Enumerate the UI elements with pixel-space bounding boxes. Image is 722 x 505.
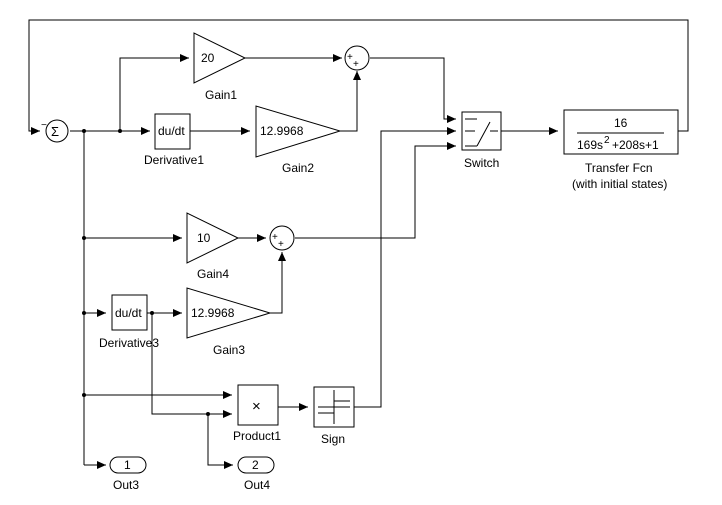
derivative3-block[interactable]: du/dt <box>111 294 148 331</box>
derivative1-text: du/dt <box>158 124 185 138</box>
transfer-fcn-numerator: 16 <box>614 116 628 130</box>
out3-label: Out3 <box>113 478 139 492</box>
gain1-value: 20 <box>201 51 215 65</box>
gain1-block[interactable]: 20 <box>193 32 247 84</box>
gain1-label: Gain1 <box>205 88 237 102</box>
gain3-label: Gain3 <box>213 343 245 357</box>
out3-port[interactable]: 1 <box>109 456 147 474</box>
line-to-out4 <box>207 414 233 469</box>
junction-dot <box>118 129 122 133</box>
sum-main-symbol: Σ <box>51 124 59 139</box>
gain3-value: 12.9968 <box>191 306 235 320</box>
out4-port[interactable]: 2 <box>237 456 275 474</box>
sum-top-block[interactable]: + + <box>344 45 370 71</box>
sign-block[interactable] <box>313 386 355 428</box>
product1-block[interactable]: × <box>237 384 279 426</box>
transfer-fcn-block[interactable]: 16 169s 2 +208s+1 <box>563 109 679 155</box>
line-sum-top-to-switch <box>370 57 456 123</box>
derivative3-label: Derivative3 <box>99 336 159 350</box>
signal-lines <box>28 19 689 469</box>
product1-label: Product1 <box>233 429 281 443</box>
sum-main-block[interactable]: Σ − <box>41 119 69 143</box>
gain3-block[interactable]: 12.9968 <box>186 287 272 339</box>
junction-dot <box>82 311 86 315</box>
transfer-fcn-label: Transfer Fcn <box>585 161 653 175</box>
line-sum-mid-to-switch <box>295 142 456 239</box>
gain2-label: Gain2 <box>282 161 314 175</box>
gain2-value: 12.9968 <box>260 124 304 138</box>
transfer-fcn-denominator-b: +208s+1 <box>612 138 659 152</box>
junction-dot <box>82 393 86 397</box>
sum-mid-block[interactable]: + + <box>269 225 295 251</box>
line-gain3-to-sum-mid <box>270 252 286 314</box>
gain4-block[interactable]: 10 <box>186 212 240 264</box>
gain2-block[interactable]: 12.9968 <box>255 105 342 158</box>
transfer-fcn-sublabel: (with initial states) <box>572 177 667 191</box>
out4-port-number: 2 <box>252 458 259 472</box>
sign-label: Sign <box>321 432 345 446</box>
sum-top-sign-2: + <box>353 59 359 70</box>
transfer-fcn-denominator-exponent: 2 <box>604 135 610 146</box>
switch-label: Switch <box>464 156 499 170</box>
derivative3-text: du/dt <box>115 306 142 320</box>
switch-block[interactable] <box>461 111 502 151</box>
line-sign-to-switch <box>354 127 456 408</box>
derivative1-label: Derivative1 <box>144 153 204 167</box>
feedback-line <box>28 19 689 135</box>
sum-top-sign-1: + <box>347 52 353 63</box>
gain4-label: Gain4 <box>197 267 229 281</box>
junction-dot <box>82 129 86 133</box>
out4-label: Out4 <box>244 478 270 492</box>
junction-dot <box>150 311 154 315</box>
product1-symbol: × <box>252 398 261 415</box>
out3-port-number: 1 <box>124 458 131 472</box>
junction-dot <box>206 412 210 416</box>
line-gain2-to-sum-top <box>340 71 361 132</box>
sum-mid-sign-1: + <box>272 232 278 243</box>
sum-mid-sign-2: + <box>278 239 284 250</box>
gain4-value: 10 <box>197 231 211 245</box>
line-to-gain1 <box>119 54 189 131</box>
line-derivative3-to-product <box>151 313 232 418</box>
derivative1-block[interactable]: du/dt <box>154 113 191 150</box>
junction-dot <box>82 236 86 240</box>
sum-main-minus-sign: − <box>41 120 47 131</box>
transfer-fcn-denominator-a: 169s <box>577 138 603 152</box>
